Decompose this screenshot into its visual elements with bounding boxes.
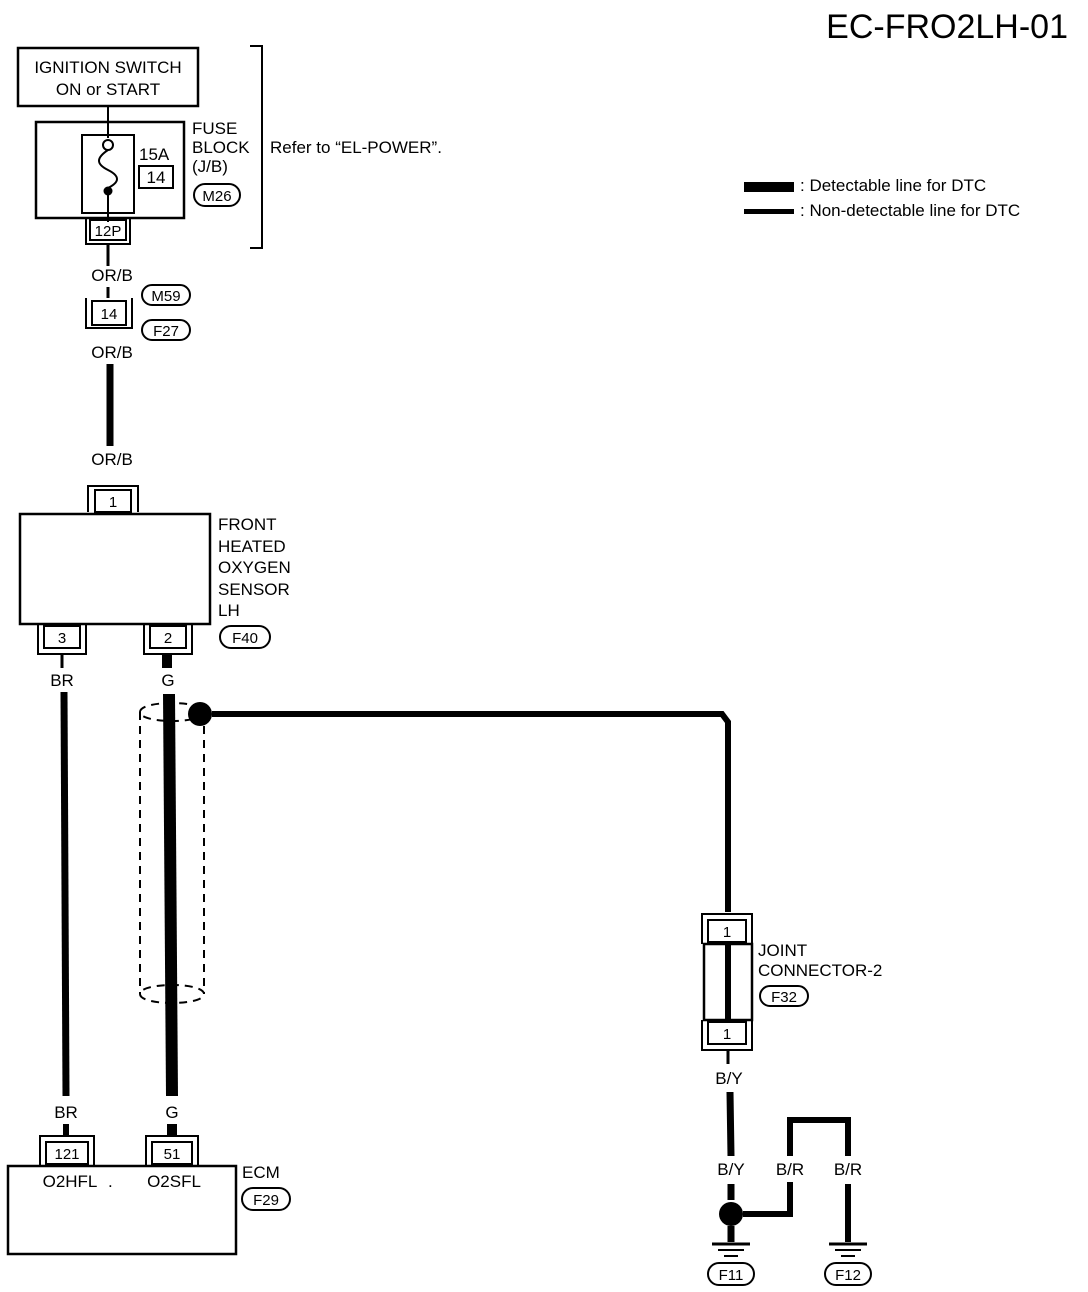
- wire-label-by-bottom: B/Y: [717, 1160, 744, 1179]
- joint-pin-top: 1: [723, 924, 731, 941]
- sensor-pin-2: 2: [164, 630, 172, 647]
- ecm-terminal-o2hfl: O2HFL: [43, 1172, 98, 1191]
- sensor-label-3: OXYGEN: [218, 558, 291, 577]
- legend-detectable-label: : Detectable line for DTC: [800, 176, 986, 195]
- sensor-label-5: LH: [218, 601, 240, 620]
- legend-non-detectable-label: : Non-detectable line for DTC: [800, 201, 1020, 220]
- ground-code-f11: F11: [719, 1267, 744, 1284]
- legend-detectable-swatch: [744, 182, 794, 192]
- wire-label-g-bottom: G: [165, 1103, 178, 1122]
- joint-label-1: JOINT: [758, 941, 807, 960]
- ecm-label: ECM: [242, 1163, 280, 1182]
- fuse-block-code: M26: [202, 188, 231, 205]
- fuse-number: 14: [147, 168, 166, 187]
- wire-label-br-ground-2: B/R: [834, 1160, 862, 1179]
- ground-splice: [719, 1202, 743, 1226]
- joint-connector-2: 1 1 JOINT CONNECTOR-2 F32: [701, 913, 882, 1051]
- inline-connector-code-bottom: F27: [153, 323, 179, 340]
- fuse-amp: 15A: [139, 145, 170, 164]
- inline-connector-code-top: M59: [151, 288, 180, 305]
- wire-label-g-top: G: [161, 671, 174, 690]
- legend: : Detectable line for DTC : Non-detectab…: [744, 176, 1020, 220]
- shield-wire: [138, 702, 212, 1004]
- legend-non-detectable-swatch: [744, 209, 794, 214]
- fuse-block: 15A 14 FUSE BLOCK (J/B) M26 12P Refer to…: [34, 45, 442, 249]
- ignition-switch-line1: IGNITION SWITCH: [34, 58, 181, 77]
- refer-el-power: Refer to “EL-POWER”.: [270, 138, 442, 157]
- inline-connector-pin: 14: [101, 306, 118, 323]
- sensor-pin-3: 3: [58, 630, 66, 647]
- ecm-pin-51: 51: [164, 1146, 181, 1163]
- wire-label-orb-top: OR/B: [91, 266, 133, 285]
- wire-label-orb-mid: OR/B: [91, 343, 133, 362]
- sensor-code: F40: [232, 630, 258, 647]
- ecm: 121 51 O2HFL . O2SFL ECM F29: [6, 1124, 291, 1256]
- joint-pin-bottom: 1: [723, 1026, 731, 1043]
- fuse-block-connector: 12P: [95, 223, 122, 240]
- sensor-pin-1: 1: [109, 494, 117, 511]
- fuse-block-label1: FUSE: [192, 119, 237, 138]
- joint-code: F32: [771, 989, 797, 1006]
- fuse-block-label3: (J/B): [192, 157, 228, 176]
- wire-label-br-ground-1: B/R: [776, 1160, 804, 1179]
- front-heated-oxygen-sensor: 1 FRONT HEATED OXYGEN SENSOR LH 3 2 F40: [18, 485, 291, 655]
- ignition-switch: IGNITION SWITCH ON or START: [16, 46, 200, 108]
- wire-label-br-top: BR: [50, 671, 74, 690]
- ecm-terminal-o2sfl: O2SFL: [147, 1172, 201, 1191]
- wire-label-br-bottom: BR: [54, 1103, 78, 1122]
- shield-splice: [188, 702, 212, 726]
- ignition-switch-line2: ON or START: [56, 80, 160, 99]
- fuse-block-label2: BLOCK: [192, 138, 250, 157]
- wire-label-by-top: B/Y: [715, 1069, 742, 1088]
- ground-f11: F11: [707, 1242, 755, 1286]
- diagram-title: EC-FRO2LH-01: [826, 8, 1068, 46]
- joint-label-2: CONNECTOR-2: [758, 961, 882, 980]
- ecm-code: F29: [253, 1192, 279, 1209]
- sensor-label-4: SENSOR: [218, 580, 290, 599]
- sensor-label-2: HEATED: [218, 537, 286, 556]
- sensor-label-1: FRONT: [218, 515, 277, 534]
- ecm-pin-121: 121: [54, 1146, 79, 1163]
- ground-code-f12: F12: [835, 1267, 861, 1284]
- ecm-terminal-mark: .: [108, 1172, 113, 1191]
- fuse-icon: [98, 149, 118, 189]
- ground-f12: F12: [824, 1242, 872, 1286]
- inline-connector: 14 M59 F27: [85, 284, 191, 341]
- wire-label-orb-low: OR/B: [91, 450, 133, 469]
